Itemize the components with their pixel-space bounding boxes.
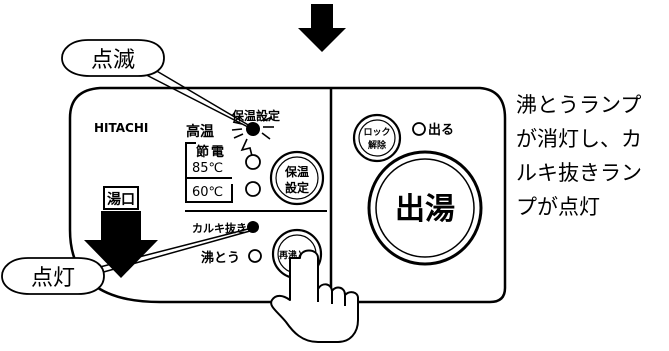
outlet-arrow-icon <box>84 211 158 278</box>
outlet-label-box <box>103 186 139 210</box>
boiling-label: 沸とう <box>201 250 240 266</box>
keep-warm-title: 保温設定 <box>231 108 280 123</box>
temp-save-label: 節 <box>196 144 209 160</box>
blink-callout: 点滅 <box>61 39 165 77</box>
lock-release-label-2: 解除 <box>368 139 387 151</box>
keep-warm-button[interactable]: 保温 設定 <box>269 150 325 206</box>
keep-warm-button-label: 保温 <box>284 164 309 179</box>
temp-85-label: 85℃ <box>192 161 223 176</box>
blink-rays <box>231 116 274 157</box>
dechlorinate-lamp <box>247 221 259 233</box>
temp-save-label-2: 電 <box>211 145 224 160</box>
explanation-note: 沸とうランプ が消灯し、カ ルキ抜きラン プが点灯 <box>516 93 642 219</box>
brand-logo: HITACHI <box>94 121 148 135</box>
dispense-button[interactable]: 出湯 <box>367 150 483 266</box>
temp-85-lamp <box>245 154 261 170</box>
dispense-button-label: 出湯 <box>395 192 455 227</box>
temp-60-lamp <box>245 181 261 197</box>
lock-release-button[interactable]: ロック 解除 <box>352 113 402 163</box>
dispense-lamp <box>412 122 426 136</box>
keep-warm-button-label-2: 設定 <box>285 180 309 195</box>
lit-callout: 点灯 <box>1 257 105 295</box>
outlet-label: 湯口 <box>107 191 135 208</box>
lit-callout-label: 点灯 <box>31 266 75 291</box>
pointing-hand-icon <box>270 249 359 343</box>
temp-bracket <box>185 142 233 203</box>
blink-callout-label: 点滅 <box>91 48 135 73</box>
dispense-indicator-label: 出る <box>428 122 454 138</box>
lit-callout-pointer <box>95 228 251 274</box>
boiling-lamp <box>248 249 262 263</box>
lock-release-label: ロック <box>363 127 390 138</box>
down-arrow-icon <box>298 4 346 52</box>
temp-high-label: 高温 <box>186 123 214 140</box>
temp-60-label: 60℃ <box>192 185 223 200</box>
dechlorinate-label: カルキ抜き <box>192 221 247 235</box>
